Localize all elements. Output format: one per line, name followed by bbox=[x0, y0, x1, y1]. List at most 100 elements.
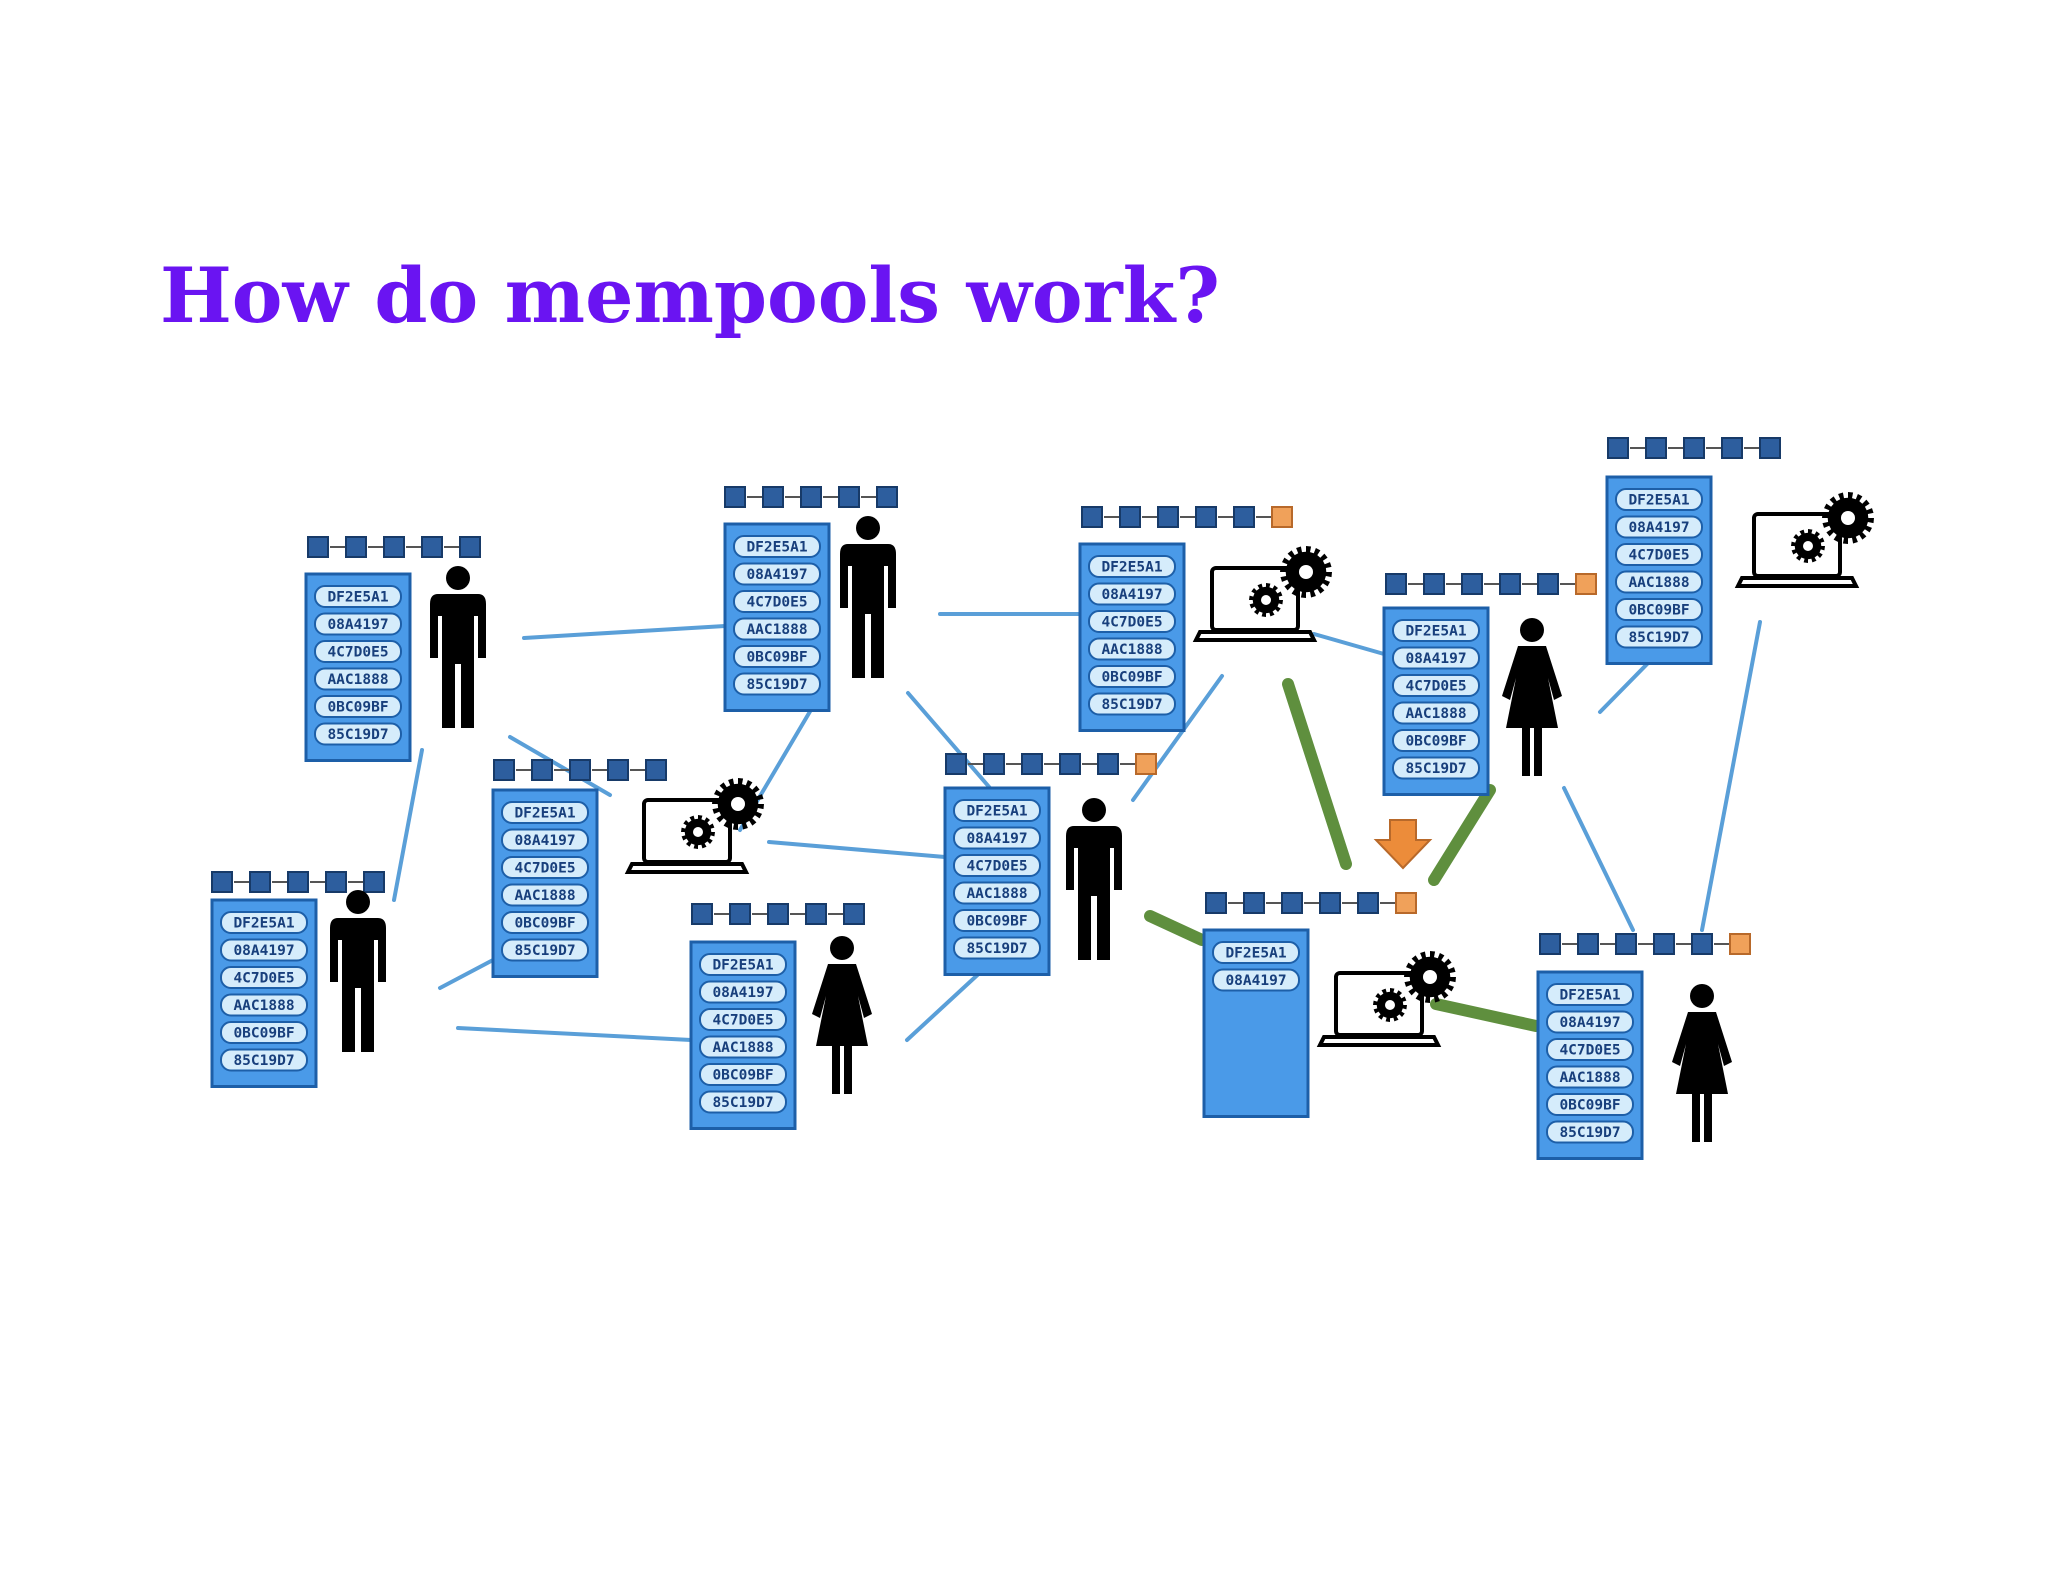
node-n7: DF2E5A108A41974C7D0E5AAC18880BC09BF85C19… bbox=[943, 753, 1157, 976]
transaction: 0BC09BF bbox=[1392, 729, 1480, 752]
transaction-id: 0BC09BF bbox=[514, 916, 575, 932]
block bbox=[1461, 573, 1483, 595]
transaction-id: 85C19D7 bbox=[514, 943, 575, 959]
blockchain bbox=[1385, 573, 1597, 595]
gear-small-icon bbox=[1373, 988, 1407, 1022]
transaction-id: 0BC09BF bbox=[1101, 670, 1162, 686]
transaction: DF2E5A1 bbox=[953, 799, 1041, 822]
transaction: 0BC09BF bbox=[1615, 598, 1703, 621]
transaction: 85C19D7 bbox=[220, 1048, 308, 1072]
block bbox=[363, 871, 385, 893]
blockchain bbox=[1205, 892, 1417, 914]
propagation-link-n10-n11 bbox=[1430, 998, 1542, 1032]
blockchain bbox=[691, 903, 865, 925]
transaction-id: 85C19D7 bbox=[1101, 697, 1162, 713]
block bbox=[1357, 892, 1379, 914]
transaction-id: AAC1888 bbox=[1405, 706, 1466, 722]
laptop-icon bbox=[624, 798, 750, 874]
block bbox=[307, 536, 329, 558]
transaction: AAC1888 bbox=[1392, 701, 1480, 725]
transaction: AAC1888 bbox=[314, 667, 402, 691]
transaction: 4C7D0E5 bbox=[1088, 610, 1176, 633]
network-link-n1-n2 bbox=[522, 624, 727, 640]
transaction-id: AAC1888 bbox=[514, 888, 575, 904]
new-block bbox=[1575, 573, 1597, 595]
block bbox=[1157, 506, 1179, 528]
person-body bbox=[430, 594, 486, 728]
transaction-id: 85C19D7 bbox=[712, 1095, 773, 1111]
transaction-id: DF2E5A1 bbox=[1628, 493, 1689, 509]
new-block bbox=[1395, 892, 1417, 914]
new-block bbox=[1729, 933, 1751, 955]
new-block bbox=[1271, 506, 1293, 528]
user-figure bbox=[1066, 798, 1122, 960]
transaction: 08A4197 bbox=[314, 612, 402, 636]
mempool: DF2E5A108A41974C7D0E5AAC18880BC09BF85C19… bbox=[1382, 606, 1490, 796]
block bbox=[1539, 933, 1561, 955]
transaction: DF2E5A1 bbox=[220, 911, 308, 934]
transaction: 4C7D0E5 bbox=[1615, 543, 1703, 566]
transaction: 0BC09BF bbox=[733, 645, 821, 668]
transaction-id: AAC1888 bbox=[233, 998, 294, 1014]
block bbox=[1195, 506, 1217, 528]
network-link-n5-n11 bbox=[1562, 786, 1635, 932]
block bbox=[1683, 437, 1705, 459]
gear-icon bbox=[1280, 546, 1332, 598]
transaction-id: 0BC09BF bbox=[966, 914, 1027, 930]
network-link-n6-n11 bbox=[1700, 620, 1762, 932]
transaction-id: 4C7D0E5 bbox=[1101, 615, 1162, 631]
gear-icon bbox=[1404, 951, 1456, 1003]
block bbox=[1319, 892, 1341, 914]
miner-figure bbox=[1316, 951, 1456, 1047]
block bbox=[645, 759, 667, 781]
propagation-link-n5-n10 bbox=[1428, 784, 1496, 886]
transaction-id: 4C7D0E5 bbox=[327, 645, 388, 661]
transaction-id: AAC1888 bbox=[746, 622, 807, 638]
transaction: 85C19D7 bbox=[1088, 692, 1176, 716]
transaction: DF2E5A1 bbox=[1392, 619, 1480, 642]
transaction: AAC1888 bbox=[1088, 637, 1176, 661]
transaction: 08A4197 bbox=[699, 980, 787, 1004]
transaction-id: 08A4197 bbox=[966, 831, 1027, 847]
transaction: 0BC09BF bbox=[1088, 665, 1176, 688]
transaction-id: 4C7D0E5 bbox=[966, 859, 1027, 875]
node-n8: DF2E5A108A41974C7D0E5AAC18880BC09BF85C19… bbox=[210, 871, 386, 1088]
transaction: AAC1888 bbox=[1615, 570, 1703, 594]
block bbox=[1653, 933, 1675, 955]
transaction: AAC1888 bbox=[699, 1035, 787, 1059]
block bbox=[287, 871, 309, 893]
transaction: 85C19D7 bbox=[314, 722, 402, 746]
user-figure bbox=[430, 566, 486, 728]
network-link-n8-n9 bbox=[456, 1026, 693, 1042]
transaction-id: 4C7D0E5 bbox=[1559, 1043, 1620, 1059]
block bbox=[767, 903, 789, 925]
person-body bbox=[1066, 826, 1122, 960]
transaction: 4C7D0E5 bbox=[733, 590, 821, 613]
transaction-id: AAC1888 bbox=[1101, 642, 1162, 658]
transaction-id: 08A4197 bbox=[514, 833, 575, 849]
block bbox=[1537, 573, 1559, 595]
block bbox=[800, 486, 822, 508]
transaction: 08A4197 bbox=[1212, 968, 1300, 992]
node-n11: DF2E5A108A41974C7D0E5AAC18880BC09BF85C19… bbox=[1536, 933, 1751, 1160]
blockchain bbox=[493, 759, 667, 781]
transaction: 08A4197 bbox=[1088, 582, 1176, 606]
node-n2: DF2E5A108A41974C7D0E5AAC18880BC09BF85C19… bbox=[723, 486, 898, 712]
transaction-id: DF2E5A1 bbox=[1101, 560, 1162, 576]
transaction: 0BC09BF bbox=[501, 911, 589, 934]
new-block bbox=[1135, 753, 1157, 775]
transaction: 85C19D7 bbox=[953, 936, 1041, 960]
person-body bbox=[812, 964, 872, 1094]
transaction-id: 85C19D7 bbox=[1405, 761, 1466, 777]
mempool: DF2E5A108A41974C7D0E5AAC18880BC09BF85C19… bbox=[689, 940, 797, 1130]
person-head bbox=[446, 566, 470, 590]
gear-small-icon bbox=[1249, 583, 1283, 617]
user-figure bbox=[1502, 618, 1562, 776]
transaction-id: 0BC09BF bbox=[712, 1068, 773, 1084]
block bbox=[607, 759, 629, 781]
block bbox=[1645, 437, 1667, 459]
gear-small-icon bbox=[681, 815, 715, 849]
person-head bbox=[1520, 618, 1544, 642]
transaction: DF2E5A1 bbox=[1088, 555, 1176, 578]
